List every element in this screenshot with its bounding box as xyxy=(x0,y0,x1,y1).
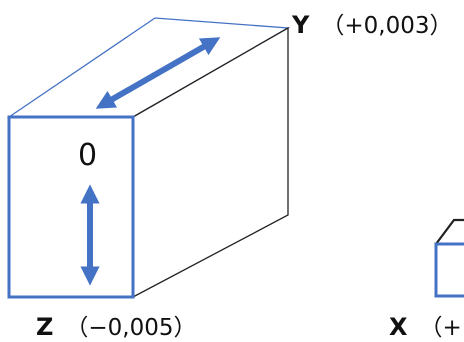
y-axis-value: （+0,003） xyxy=(321,13,453,39)
front-face-value: 0 xyxy=(78,138,98,173)
z-axis-label: Z （−0,005） xyxy=(36,308,197,342)
x-axis-label: X （+ xyxy=(389,308,462,342)
y-double-arrow xyxy=(95,37,221,109)
second-box-top-edge xyxy=(435,218,464,245)
z-axis-value: （−0,005） xyxy=(65,315,197,341)
y-axis-letter: Y xyxy=(292,11,310,39)
x-axis-value: （+ xyxy=(419,315,462,341)
y-axis-label: Y （+0,003） xyxy=(292,6,453,40)
box-front-face xyxy=(7,115,135,299)
z-axis-letter: Z xyxy=(36,313,54,341)
x-axis-letter: X xyxy=(389,313,408,341)
second-box-front-face xyxy=(434,242,464,298)
